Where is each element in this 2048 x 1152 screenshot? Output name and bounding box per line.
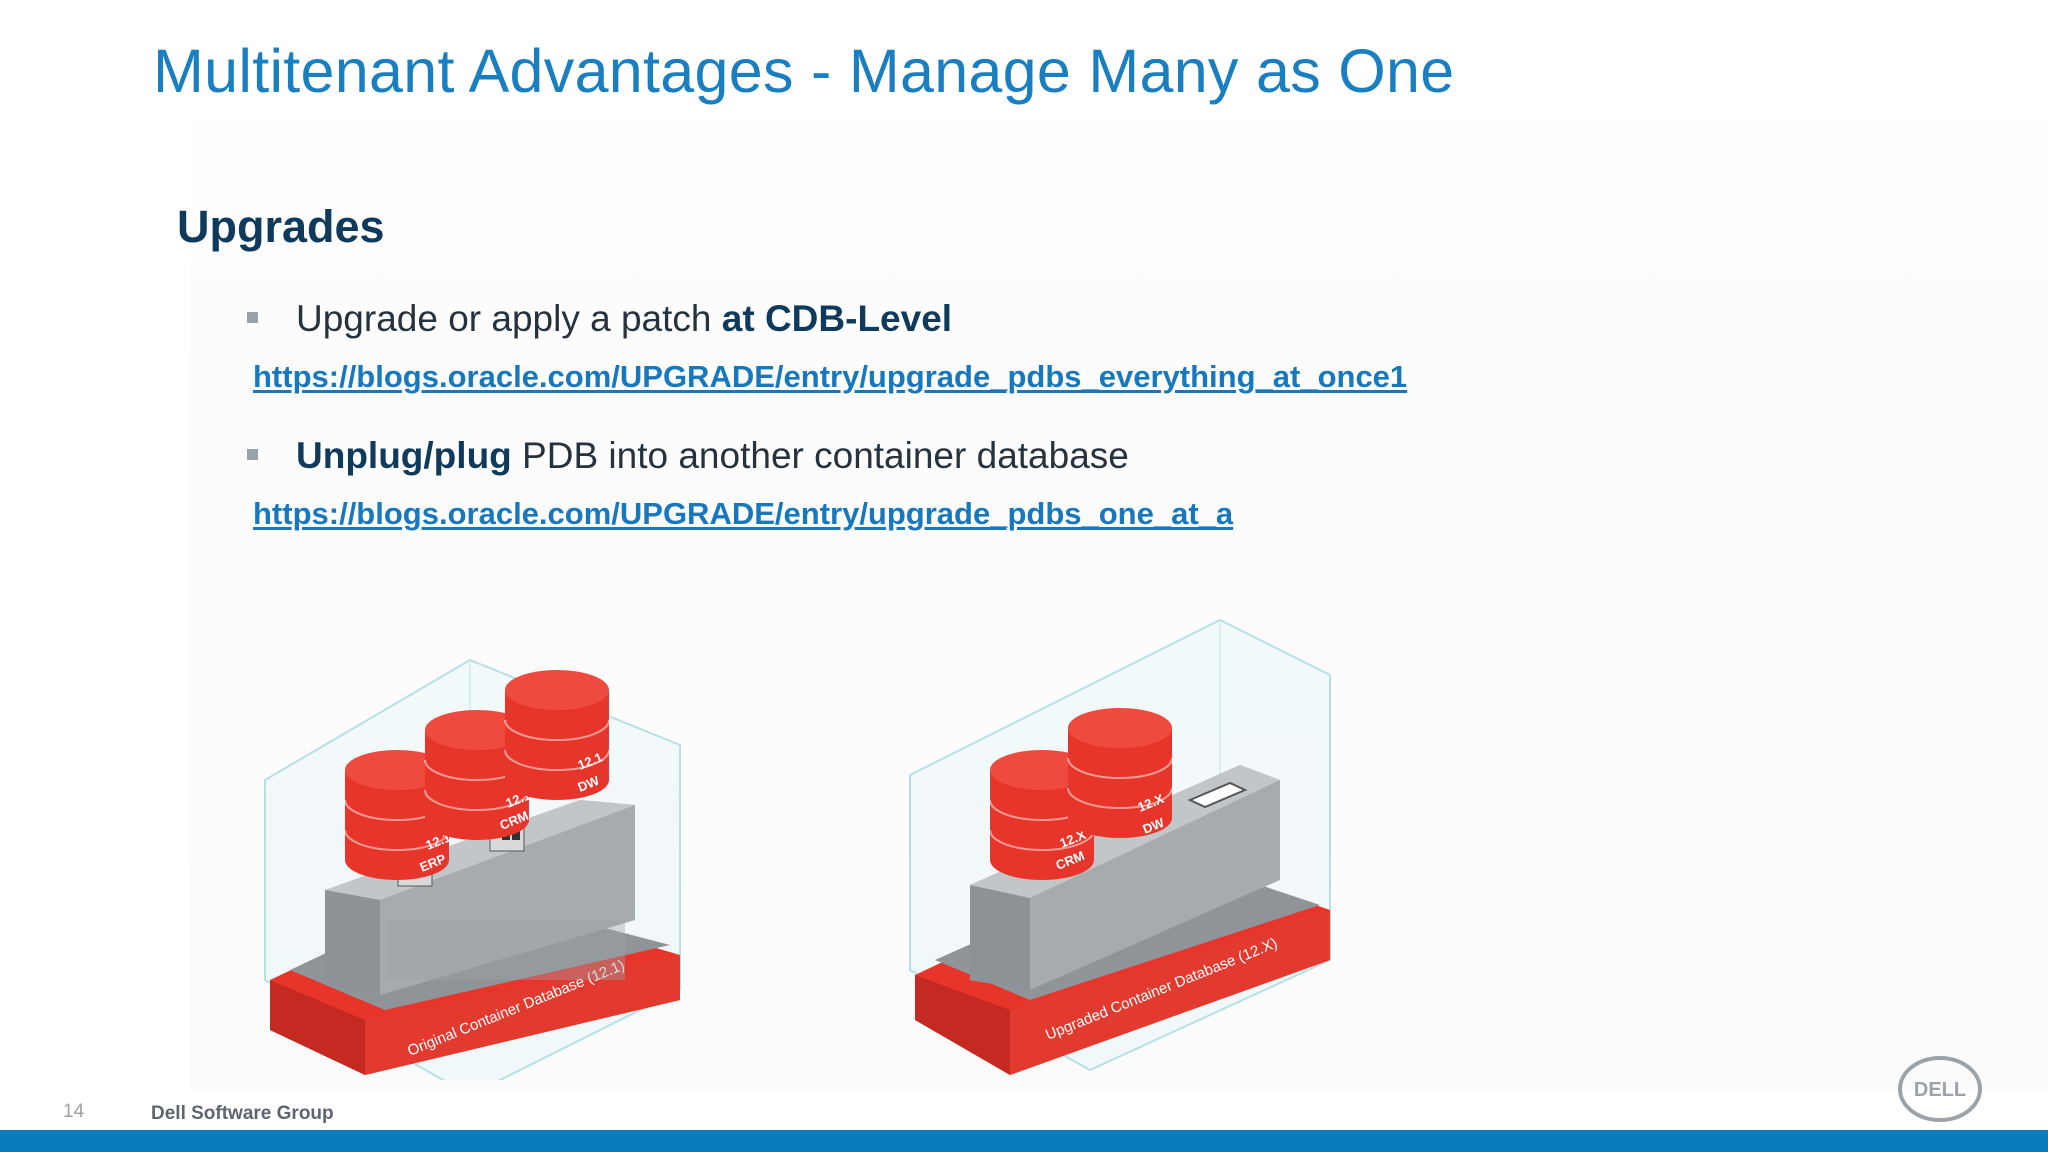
footer-bar — [0, 1130, 2048, 1152]
footer-company-name: Dell Software Group — [151, 1103, 334, 1124]
slide-page-number: 14 — [63, 1101, 85, 1122]
link-upgrade-everything-at-once[interactable]: https://blogs.oracle.com/UPGRADE/entry/u… — [253, 359, 1408, 394]
upgraded-cdb-diagram: Upgraded Container Database (12.X) 12.X … — [909, 618, 1331, 1075]
bullet-bold-text: at CDB-Level — [721, 298, 953, 339]
database-dw-icon: 12.1 DW — [504, 670, 610, 800]
bullet-unplug-plug: Unplug/plug PDB into another container d… — [247, 435, 1129, 477]
section-heading: Upgrades — [177, 201, 385, 252]
original-cdb-diagram: Original Container Database (12.1) 12.1 … — [264, 658, 681, 1080]
bullet-text: Upgrade or apply a patch — [296, 298, 722, 339]
bullet-square-icon — [247, 448, 258, 460]
slide-title: Multitenant Advantages - Manage Many as … — [153, 37, 1455, 105]
database-erp-icon: 12.1 ERP — [344, 750, 453, 880]
bullet-bold-text: Unplug/plug — [296, 435, 512, 476]
database-dw-icon: 12.X DW — [1067, 708, 1173, 838]
bullet-text-suffix: PDB into another container database — [511, 435, 1129, 476]
dell-logo-icon: DELL — [1898, 1056, 1982, 1122]
bullet-cdb-level-upgrade: Upgrade or apply a patch at CDB-Level — [247, 298, 952, 340]
svg-text:DELL: DELL — [1914, 1079, 1966, 1101]
database-crm-icon: 12.1 CRM — [424, 710, 533, 840]
link-upgrade-one-at-a-time[interactable]: https://blogs.oracle.com/UPGRADE/entry/u… — [253, 496, 1234, 531]
bullet-square-icon — [247, 311, 258, 323]
